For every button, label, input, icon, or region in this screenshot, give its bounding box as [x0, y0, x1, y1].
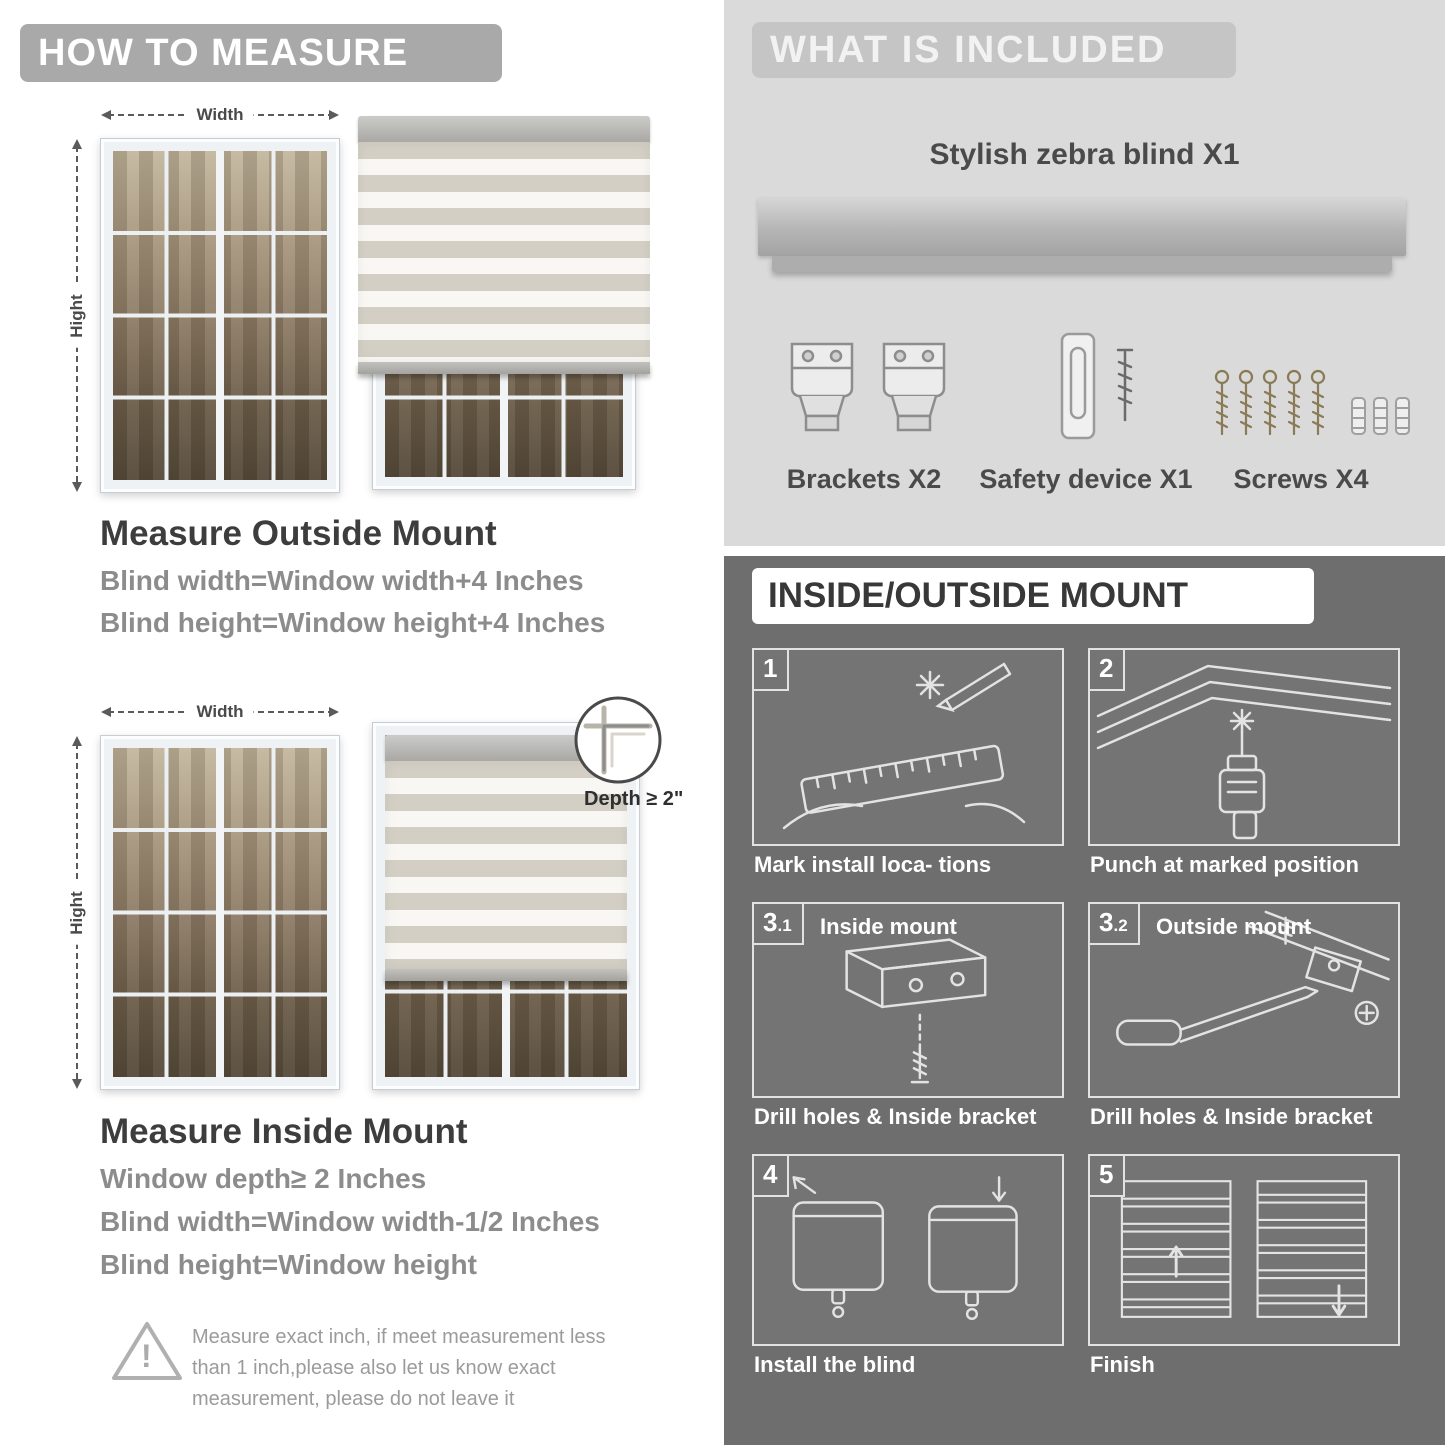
zebra-blind — [358, 116, 650, 374]
warning-icon — [112, 1322, 182, 1380]
width-arrow: Width — [100, 701, 340, 723]
step-number: 4 — [754, 1156, 790, 1197]
blind-stripes — [358, 142, 650, 362]
brackets-label: Brackets X2 — [786, 464, 942, 494]
measure-note-text: Measure exact inch, if meet measurement … — [192, 1326, 606, 1410]
step-title: Inside mount — [820, 914, 957, 939]
width-arrow: Width — [100, 104, 340, 126]
mount-instructions-section: INSIDE/OUTSIDE MOUNT 1 Mark install loca… — [724, 556, 1445, 1445]
what-is-included-banner: WHAT IS INCLUDED — [752, 22, 1236, 78]
blind-illustration-outside — [358, 116, 650, 490]
step-caption-3-1: Drill holes & Inside bracket — [754, 1104, 1037, 1129]
blind-bottom-rail — [358, 362, 650, 374]
step-number: 3.2 — [1090, 904, 1140, 945]
inside-mount-heading: Measure Inside Mount — [100, 1112, 468, 1151]
height-arrow: Hight — [66, 735, 88, 1090]
step-panel-3-1: 3.1 Inside mount — [752, 902, 1064, 1098]
outside-bracket-illustration — [1116, 910, 1390, 1046]
step-caption-3-2: Drill holes & Inside bracket — [1090, 1104, 1373, 1129]
install-blind-illustration — [792, 1176, 1018, 1321]
depth-note: Depth ≥ 2" — [584, 788, 684, 810]
height-label: Hight — [67, 283, 87, 348]
inside-mount-line-3: Blind height=Window height — [100, 1249, 477, 1280]
step-panel-2: 2 — [1088, 648, 1400, 846]
drill-position-illustration — [1096, 664, 1392, 840]
window-illustration-outside — [100, 138, 340, 493]
step-number: 3.1 — [754, 904, 804, 945]
blind-illustration-inside — [372, 722, 640, 1090]
height-arrow: Hight — [66, 138, 88, 493]
width-label: Width — [186, 105, 254, 125]
mark-location-illustration — [782, 662, 1026, 830]
warning-exclamation: ! — [141, 1338, 152, 1374]
screws-label: Screws X4 — [1233, 464, 1369, 494]
height-arrow-icon — [72, 139, 82, 492]
blind-headrail-illustration — [758, 198, 1406, 256]
step-number: 2 — [1090, 650, 1126, 691]
step-panel-3-2: 3.2 Outside mount — [1088, 902, 1400, 1098]
step-panel-4: 4 — [752, 1154, 1064, 1346]
what-is-included-section: WHAT IS INCLUDED Stylish zebra blind X1 — [724, 0, 1445, 546]
blind-cassette — [358, 116, 650, 142]
step-caption-4: Install the blind — [754, 1352, 916, 1377]
width-label: Width — [186, 702, 254, 722]
mount-banner: INSIDE/OUTSIDE MOUNT — [752, 568, 1314, 624]
step-number: 1 — [754, 650, 790, 691]
outside-mount-heading: Measure Outside Mount — [100, 514, 497, 553]
inside-mount-line-1: Window depth≥ 2 Inches — [100, 1163, 427, 1194]
step-caption-2: Punch at marked position — [1090, 852, 1359, 877]
section-divider — [724, 546, 1445, 556]
how-to-measure-banner: HOW TO MEASURE — [20, 24, 502, 82]
outside-mount-line-2: Blind height=Window height+4 Inches — [100, 607, 606, 638]
window-illustration-inside — [100, 735, 340, 1090]
safety-device-icon — [1060, 332, 1134, 440]
depth-magnifier-icon — [574, 696, 662, 784]
column-divider — [710, 0, 724, 1445]
height-label: Hight — [67, 880, 87, 945]
step-number: 5 — [1090, 1156, 1126, 1197]
step-caption-1: Mark install loca- tions — [754, 852, 992, 877]
step-panel-5: 5 — [1088, 1154, 1400, 1346]
screws-icon — [1214, 369, 1410, 436]
blind-headrail-lip — [772, 256, 1392, 272]
step-panel-1: 1 — [752, 648, 1064, 846]
outside-mount-line-1: Blind width=Window width+4 Inches — [100, 565, 584, 596]
height-arrow-icon — [72, 736, 82, 1089]
inside-mount-line-2: Blind width=Window width-1/2 Inches — [100, 1206, 600, 1237]
product-label: Stylish zebra blind X1 — [929, 138, 1240, 171]
window-glass — [113, 151, 327, 480]
brackets-icon — [790, 342, 946, 432]
step-title: Outside mount — [1156, 914, 1312, 939]
inside-bracket-illustration — [845, 938, 987, 1084]
finish-illustration — [1120, 1180, 1368, 1318]
step-caption-5: Finish — [1090, 1352, 1155, 1377]
safety-device-label: Safety device X1 — [979, 464, 1193, 494]
